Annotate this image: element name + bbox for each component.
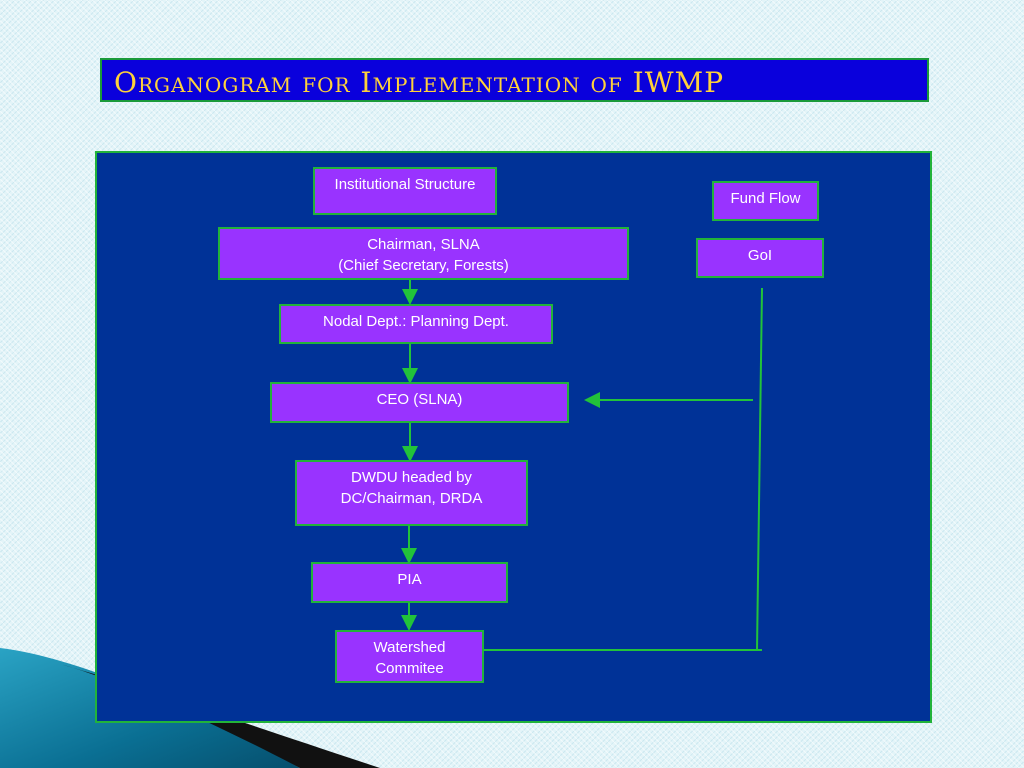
title-bar: Organogram for Implementation of IWMP — [100, 58, 929, 102]
node-goi-label: GoI — [747, 247, 773, 264]
node-watershed-committee-line1: Watershed — [373, 639, 446, 656]
node-pia-label: PIA — [397, 571, 422, 588]
node-watershed-committee-line2: Commitee — [375, 660, 444, 677]
node-dwdu-line2: DC/Chairman, DRDA — [340, 490, 483, 507]
node-fund-flow: Fund Flow — [712, 181, 819, 221]
line-goi-down — [756, 287, 763, 651]
node-chairman-slna-line1: Chairman, SLNA — [367, 236, 480, 253]
node-ceo-slna-label: CEO (SLNA) — [376, 391, 463, 408]
node-fund-flow-label: Fund Flow — [730, 190, 801, 207]
node-chairman-slna-line2: (Chief Secretary, Forests) — [338, 257, 509, 274]
node-dwdu-line1: DWDU headed by — [351, 469, 472, 486]
node-ceo-slna: CEO (SLNA) — [270, 382, 569, 423]
node-institutional-structure-label: Institutional Structure — [334, 176, 476, 193]
node-nodal-dept-label: Nodal Dept.: Planning Dept. — [323, 313, 509, 330]
node-nodal-dept: Nodal Dept.: Planning Dept. — [279, 304, 553, 344]
node-pia: PIA — [311, 562, 508, 603]
node-institutional-structure: Institutional Structure — [313, 167, 497, 215]
node-chairman-slna: Chairman, SLNA (Chief Secretary, Forests… — [218, 227, 629, 280]
page-title: Organogram for Implementation of IWMP — [114, 66, 725, 99]
node-watershed-committee: Watershed Commitee — [335, 630, 484, 683]
node-dwdu: DWDU headed by DC/Chairman, DRDA — [295, 460, 528, 526]
node-goi: GoI — [696, 238, 824, 278]
